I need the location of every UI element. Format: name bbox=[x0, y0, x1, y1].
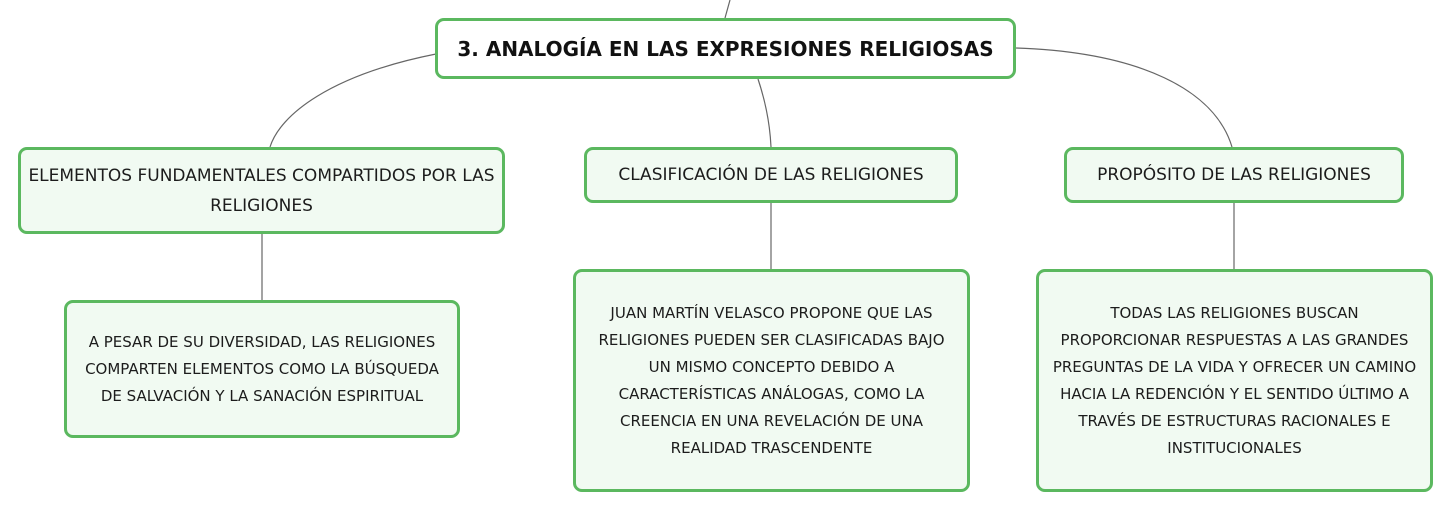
detail-node-purpose[interactable]: TODAS LAS RELIGIONES BUSCAN PROPORCIONAR… bbox=[1036, 269, 1433, 492]
branch-label: CLASIFICACIÓN DE LAS RELIGIONES bbox=[618, 165, 924, 185]
connector-root-to-branch-3 bbox=[1014, 47, 1233, 148]
connector-root-to-branch-1 bbox=[269, 53, 437, 148]
branch-label: ELEMENTOS FUNDAMENTALES COMPARTIDOS POR … bbox=[28, 165, 495, 216]
detail-text: A PESAR DE SU DIVERSIDAD, LAS RELIGIONES… bbox=[85, 332, 439, 405]
detail-text: JUAN MARTÍN VELASCO PROPONE QUE LAS RELI… bbox=[598, 303, 945, 457]
detail-text: TODAS LAS RELIGIONES BUSCAN PROPORCIONAR… bbox=[1052, 303, 1417, 457]
connector-root-to-branch-2 bbox=[757, 78, 772, 148]
branch-node-shared-elements[interactable]: ELEMENTOS FUNDAMENTALES COMPARTIDOS POR … bbox=[18, 147, 505, 234]
detail-node-shared-elements[interactable]: A PESAR DE SU DIVERSIDAD, LAS RELIGIONES… bbox=[64, 300, 460, 438]
branch-label: PROPÓSITO DE LAS RELIGIONES bbox=[1097, 165, 1371, 185]
root-topic-label: 3. ANALOGÍA EN LAS EXPRESIONES RELIGIOSA… bbox=[457, 36, 994, 61]
branch-node-purpose[interactable]: PROPÓSITO DE LAS RELIGIONES bbox=[1064, 147, 1404, 203]
branch-node-classification[interactable]: CLASIFICACIÓN DE LAS RELIGIONES bbox=[584, 147, 958, 203]
detail-node-classification[interactable]: JUAN MARTÍN VELASCO PROPONE QUE LAS RELI… bbox=[573, 269, 970, 492]
root-topic-node[interactable]: 3. ANALOGÍA EN LAS EXPRESIONES RELIGIOSA… bbox=[435, 18, 1016, 79]
connector-incoming bbox=[724, 0, 731, 19]
